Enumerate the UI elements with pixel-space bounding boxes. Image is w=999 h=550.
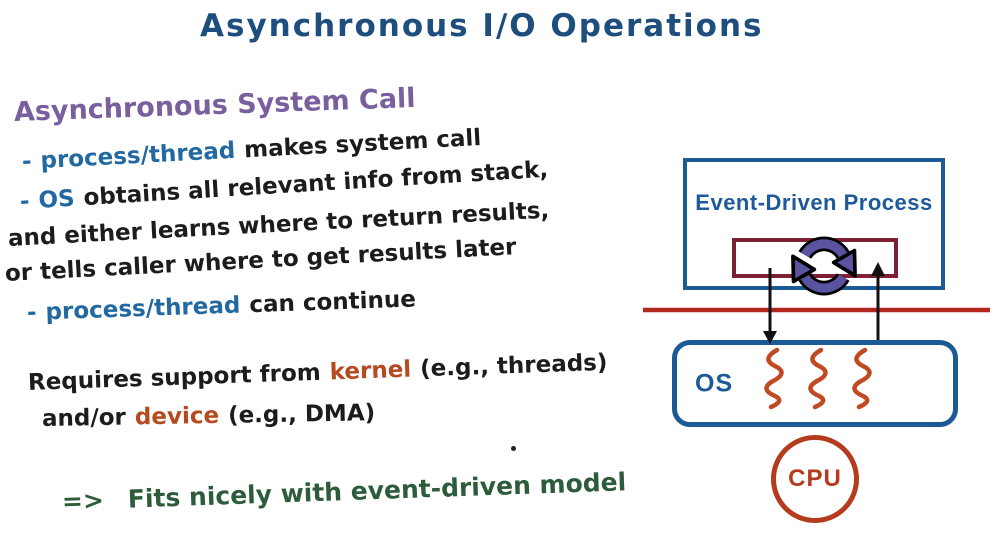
cpu-circle: CPU bbox=[771, 435, 859, 523]
conclusion-text: Fits nicely with event-driven model bbox=[127, 467, 627, 514]
keyword-process-thread: process/thread bbox=[39, 137, 236, 175]
conclusion-line: => Fits nicely with event-driven model bbox=[61, 467, 626, 516]
requires-text: and/or bbox=[41, 404, 127, 432]
bullet-dash: - bbox=[19, 188, 31, 215]
requires-line-2: and/or device (e.g., DMA) bbox=[42, 400, 376, 432]
requires-example: (e.g., DMA) bbox=[227, 400, 376, 429]
requires-example: (e.g., threads) bbox=[419, 349, 608, 383]
event-queue-rect bbox=[732, 238, 898, 278]
implies-arrow: => bbox=[61, 485, 105, 516]
page-title: Asynchronous I/O Operations bbox=[200, 8, 764, 44]
bullet-text: can continue bbox=[248, 286, 417, 319]
event-driven-process-label: Event-Driven Process bbox=[695, 190, 933, 215]
requires-line-1: Requires support from kernel (e.g., thre… bbox=[28, 350, 608, 396]
keyword-os: OS bbox=[37, 185, 76, 214]
bullet-process-continue: - process/thread can continue bbox=[27, 286, 417, 326]
requires-text: Requires support from bbox=[27, 359, 322, 396]
os-label: OS bbox=[695, 369, 734, 397]
period-mark bbox=[511, 446, 516, 451]
bullet-text: makes system call bbox=[243, 124, 482, 164]
keyword-device: device bbox=[134, 402, 220, 431]
keyword-kernel: kernel bbox=[329, 356, 412, 386]
keyword-process-thread: process/thread bbox=[45, 292, 241, 326]
section-heading: Asynchronous System Call bbox=[13, 83, 416, 128]
bullet-dash: - bbox=[21, 148, 33, 175]
os-box: OS bbox=[672, 340, 958, 427]
heading-text: Asynchronous System Call bbox=[13, 82, 417, 128]
cpu-label: CPU bbox=[788, 465, 842, 492]
bullet-dash: - bbox=[26, 299, 37, 326]
